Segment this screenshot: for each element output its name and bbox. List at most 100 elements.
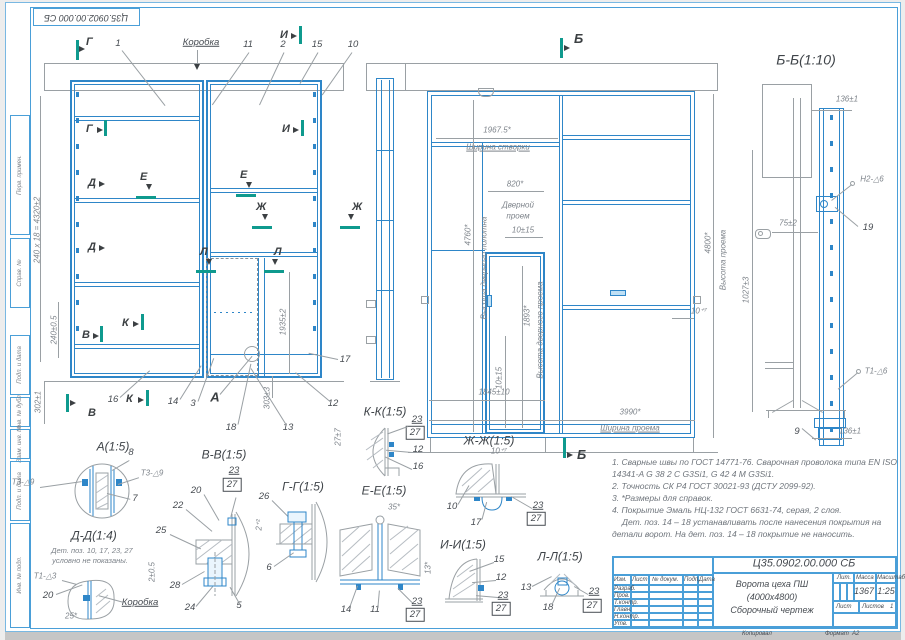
bb-bracket-hole [820, 200, 828, 208]
detail-vv-callout-23: 23 [228, 464, 240, 476]
detail-vv-drawing [195, 511, 250, 597]
rail [210, 252, 318, 253]
tb-col-list: Лист [632, 577, 648, 583]
detail-vv-callout-5: 5 [236, 599, 242, 611]
detail-ee-drawing [339, 515, 421, 590]
rail [74, 348, 200, 349]
bb-callout-9: 9 [794, 425, 800, 437]
dim-line [522, 266, 523, 428]
bb-wall-channel [762, 84, 812, 178]
section-mark-g-top: Г [86, 36, 93, 48]
dim-line [672, 318, 694, 319]
section-arrow [272, 259, 278, 265]
tb-line [875, 572, 877, 600]
page-shadow [5, 632, 901, 640]
section-arrow [567, 452, 573, 458]
note-line-2: 14341-A G 38 2 C G3Si1, G 42 4 M G3Si1. [612, 469, 775, 479]
callout-14: 14 [167, 395, 179, 407]
detail-a-callout-8: 8 [128, 446, 134, 458]
tb-line [612, 598, 712, 600]
detail-zh-dim: 10⁺⁷ [490, 446, 508, 456]
foot [545, 438, 546, 452]
rail [431, 146, 559, 147]
detail-ee-callout-11: 11 [370, 603, 380, 615]
tb-line [712, 572, 897, 574]
top-stamp-number: Ц35.0902.00.000 СБ [44, 12, 128, 23]
detail-zh-title: Ж-Ж(1:5) [463, 433, 515, 448]
tb-line [630, 574, 632, 628]
rail [562, 200, 691, 201]
bb-column-line [793, 98, 794, 408]
rail [74, 202, 200, 203]
detail-ee-title: Е-Е(1:5) [361, 483, 407, 498]
callout-16: 16 [107, 393, 119, 405]
note-line-1: 1. Сварные швы по ГОСТ 14771-76. Сварочн… [612, 457, 898, 467]
section-arrow [206, 259, 212, 265]
bb-weld-h2: Н2-△6 [860, 174, 884, 184]
stile-line [482, 142, 483, 434]
dim-open-width-caption: Ширина проема [600, 423, 660, 433]
side-bracket [366, 336, 376, 344]
dim-line [58, 302, 59, 358]
detail-ll-callout-23: 23 [588, 585, 600, 597]
bb-lug [755, 229, 771, 239]
detail-dd-korobka: Коробка [121, 596, 159, 608]
section-tick [136, 196, 156, 199]
dim-1845: 1845±10 [478, 387, 510, 397]
detail-kk-callout-27: 27 [405, 425, 425, 441]
gate-handle [610, 290, 626, 296]
wicket-front [485, 252, 545, 434]
detail-vv-dim: 2±0.5 [147, 562, 157, 582]
bb-foot-line [766, 410, 846, 411]
wicket-stile [258, 258, 259, 376]
leaf-joint [562, 95, 563, 434]
note-line-5: 4. Покрытие Эмаль НЦ-132 ГОСТ 6631-74, с… [612, 505, 842, 515]
callout-10: 10 [347, 38, 359, 50]
top-stamp-box [33, 8, 140, 26]
rail [74, 120, 200, 121]
dim-leaf-width: 1967.5* [483, 125, 511, 135]
bb-dim-136-top: 136±1 [835, 94, 859, 104]
section-arrow [70, 400, 76, 406]
rail [562, 204, 691, 205]
section-tick [104, 120, 107, 136]
dim-leaf-width-caption: Ширина створки [466, 142, 530, 152]
margin-box-3 [10, 335, 30, 395]
wicket-front-inner [489, 256, 541, 430]
rail [74, 344, 200, 345]
dim-tol-top: 10±15 [511, 225, 535, 235]
dim-door-height-caption: Высота дверного проема [535, 281, 545, 379]
detail-ii-drawing [445, 558, 484, 603]
detail-ii-title: И-И(1:5) [440, 537, 486, 552]
bb-rail-line [839, 108, 840, 446]
section-arrow [133, 321, 139, 327]
section-arrow [348, 214, 354, 220]
rail [431, 424, 691, 425]
margin-label-2: Справ. № [17, 259, 23, 287]
tb-scale-value: 1:25 [877, 585, 895, 596]
margin-box-2 [10, 238, 30, 308]
callout-3: 3 [190, 397, 196, 409]
side-view-body [376, 78, 394, 380]
foot [430, 438, 431, 452]
side-lug-left [421, 296, 429, 304]
dim-leaf-height-caption: Высота дверного полотна [479, 216, 489, 320]
detail-ii-callout-27: 27 [491, 601, 511, 617]
tb-product-name-2: (4000х4800) [746, 591, 798, 602]
note-line-3: 2. Точность СК Р4 ГОСТ 30021-93 (ДСТУ 20… [612, 481, 816, 491]
rail [562, 305, 691, 306]
tb-format-label: Формат [825, 631, 849, 637]
tb-col-podp: Подп. [684, 577, 700, 583]
detail-gg-callout-26: 26 [258, 490, 270, 502]
margin-box-1 [10, 115, 30, 235]
dim-line [713, 94, 714, 438]
weld-dot [856, 369, 861, 374]
tb-sheets-label: Листов [862, 604, 884, 610]
bb-rung [765, 368, 793, 369]
detail-ll-callout-18: 18 [542, 601, 554, 613]
wicket-handle [487, 295, 492, 307]
tb-line [612, 605, 712, 607]
detail-dd-weld: Т1-△3 [33, 571, 57, 581]
callout-12: 12 [327, 397, 339, 409]
